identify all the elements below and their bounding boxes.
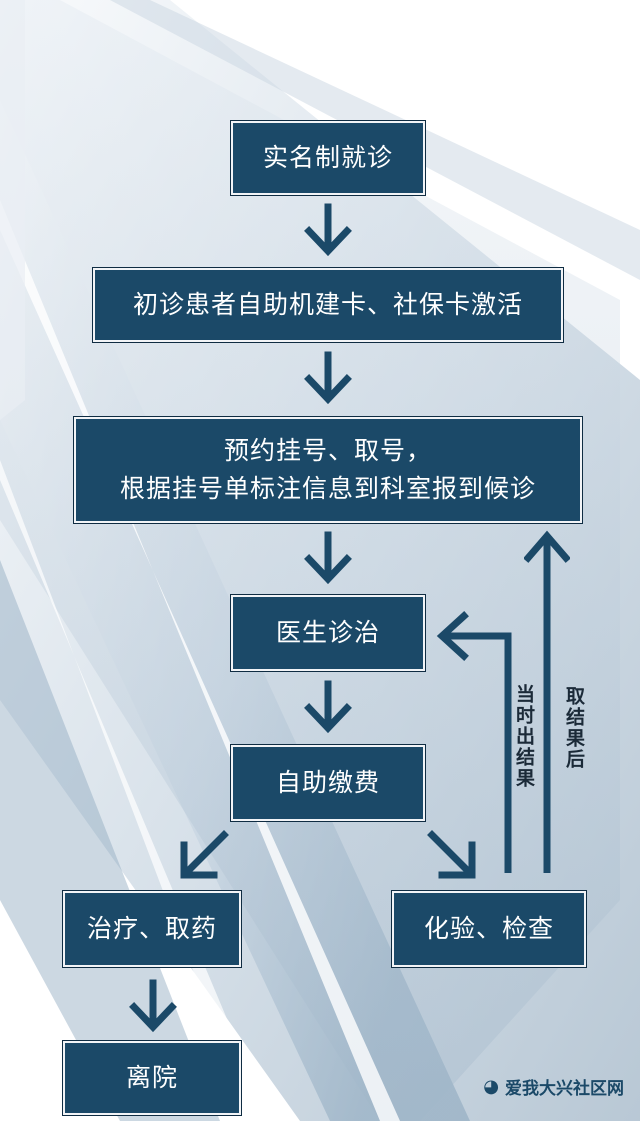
node-registration-line2: 根据挂号单标注信息到科室报到候诊 (119, 474, 536, 503)
arrow-diagonal-to-lab (427, 830, 476, 879)
arrow-down-5 (129, 979, 177, 1033)
node-leave-hospital: 离院 (63, 1041, 241, 1115)
arrow-down-4 (304, 680, 352, 734)
node-treatment-text: 治疗、取药 (86, 914, 217, 943)
arrow-down-3 (304, 531, 352, 585)
watermark-text: 爱我大兴社区网 (505, 1079, 624, 1099)
node-lab-examination: 化验、检查 (392, 891, 586, 967)
arrow-down-1 (304, 203, 352, 257)
node-card-activation: 初诊患者自助机建卡、社保卡激活 (93, 268, 563, 342)
node-real-name-visit: 实名制就诊 (231, 121, 425, 195)
node-leave-text: 离院 (125, 1063, 178, 1092)
node-treatment-medicine: 治疗、取药 (63, 891, 241, 967)
label-same-time-result: 当时出结果 (513, 684, 535, 789)
label-after-result: 取结果后 (563, 686, 585, 770)
wechat-icon: ◕ (483, 1076, 499, 1097)
arrow-feedback-to-registration (524, 530, 570, 873)
node-lab-text: 化验、检查 (423, 914, 554, 943)
node-self-payment: 自助缴费 (231, 745, 425, 821)
node-card-activation-text: 初诊患者自助机建卡、社保卡激活 (132, 290, 523, 319)
watermark: ◕ 爱我大兴社区网 (483, 1074, 624, 1099)
node-registration-line1: 预约挂号、取号， (223, 436, 432, 465)
arrow-diagonal-to-treatment (180, 830, 229, 879)
arrow-feedback-to-doctor (436, 611, 512, 873)
node-doctor-consultation: 医生诊治 (231, 595, 425, 671)
node-registration: 预约挂号、取号， 根据挂号单标注信息到科室报到候诊 (74, 417, 582, 523)
arrow-down-2 (304, 351, 352, 405)
node-real-name-text: 实名制就诊 (262, 143, 393, 172)
node-payment-text: 自助缴费 (275, 768, 380, 797)
node-doctor-text: 医生诊治 (275, 618, 380, 647)
